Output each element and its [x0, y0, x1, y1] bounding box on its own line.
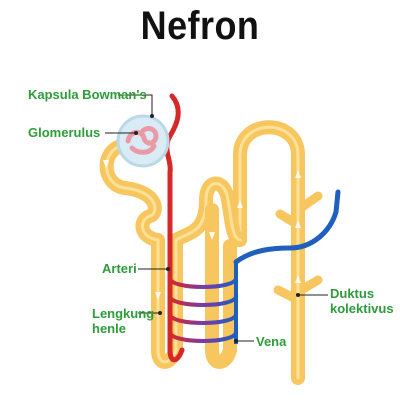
- flow-arrow-icon: [295, 220, 301, 228]
- leader-lines: [105, 94, 328, 342]
- label-duktus-line2: kolektivus: [330, 301, 394, 316]
- flow-arrow-icon: [103, 160, 109, 168]
- label-lengkung-line1: Lengkung: [92, 306, 155, 321]
- page-title: Nefron: [140, 4, 260, 48]
- flow-arrow-icon: [295, 170, 301, 178]
- label-kapsula-bowman: Kapsula Bowman's: [28, 87, 147, 102]
- label-vena: Vena: [256, 334, 287, 349]
- flow-arrows: [103, 160, 301, 300]
- label-glomerulus: Glomerulus: [28, 125, 101, 140]
- flow-arrow-icon: [155, 292, 161, 300]
- bowman-capsule: [116, 114, 170, 168]
- flow-arrow-icon: [237, 200, 243, 208]
- label-duktus-kolektivus: Duktus kolektivus: [330, 286, 394, 316]
- label-lengkung-line2: henle: [92, 321, 126, 336]
- flow-arrow-icon: [209, 232, 215, 240]
- vasa-recta-loops: [168, 262, 238, 344]
- proximal-tubule: [99, 138, 247, 369]
- label-arteri: Arteri: [102, 261, 137, 276]
- label-lengkung-henle: Lengkung henle: [92, 306, 154, 336]
- leader-dots: [134, 114, 300, 343]
- flow-arrow-icon: [295, 275, 301, 283]
- artery: [164, 93, 185, 363]
- collecting-duct: [233, 120, 323, 385]
- label-duktus-line1: Duktus: [330, 286, 375, 301]
- leader-kapsula: [118, 94, 153, 116]
- vein: [233, 189, 341, 265]
